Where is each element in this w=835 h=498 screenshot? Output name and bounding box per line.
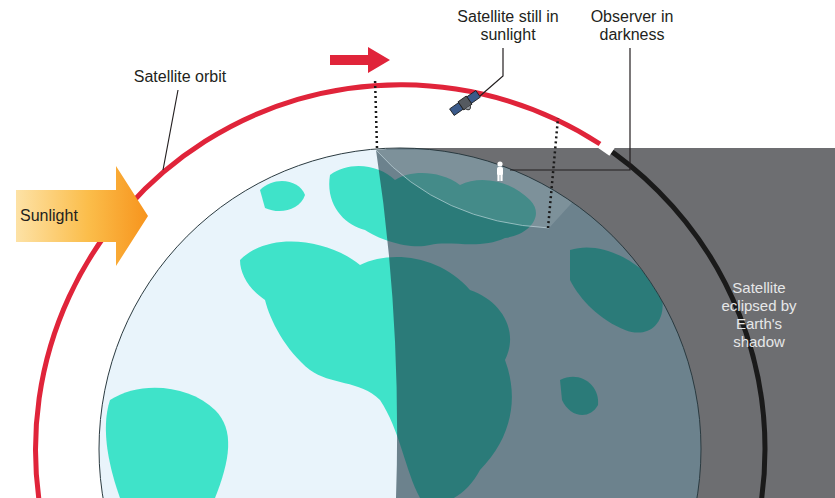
sunlight-arrow: Sunlight bbox=[16, 166, 148, 266]
earth bbox=[99, 120, 720, 498]
leader-line bbox=[480, 48, 503, 96]
region-label: Satellite eclipsed by Earth's shadow bbox=[713, 279, 805, 351]
observer-callout: Observer in darkness bbox=[582, 8, 682, 43]
shadow-label-region: Satellite eclipsed by Earth's shadow bbox=[700, 250, 818, 380]
observer-icon bbox=[497, 161, 503, 181]
satellite-callout: Satellite still in sunlight bbox=[438, 8, 578, 43]
satellite-icon bbox=[449, 90, 483, 119]
tangent-line bbox=[548, 118, 558, 228]
night-side bbox=[376, 120, 720, 498]
arrow-label: Sunlight bbox=[20, 207, 78, 225]
leader-line bbox=[510, 48, 630, 170]
leader-line bbox=[163, 90, 178, 170]
tangent-line bbox=[375, 78, 377, 148]
orbit-eclipsed bbox=[35, 84, 765, 498]
orbit-callout: Satellite orbit bbox=[110, 68, 250, 86]
direction-arrow bbox=[330, 47, 390, 73]
